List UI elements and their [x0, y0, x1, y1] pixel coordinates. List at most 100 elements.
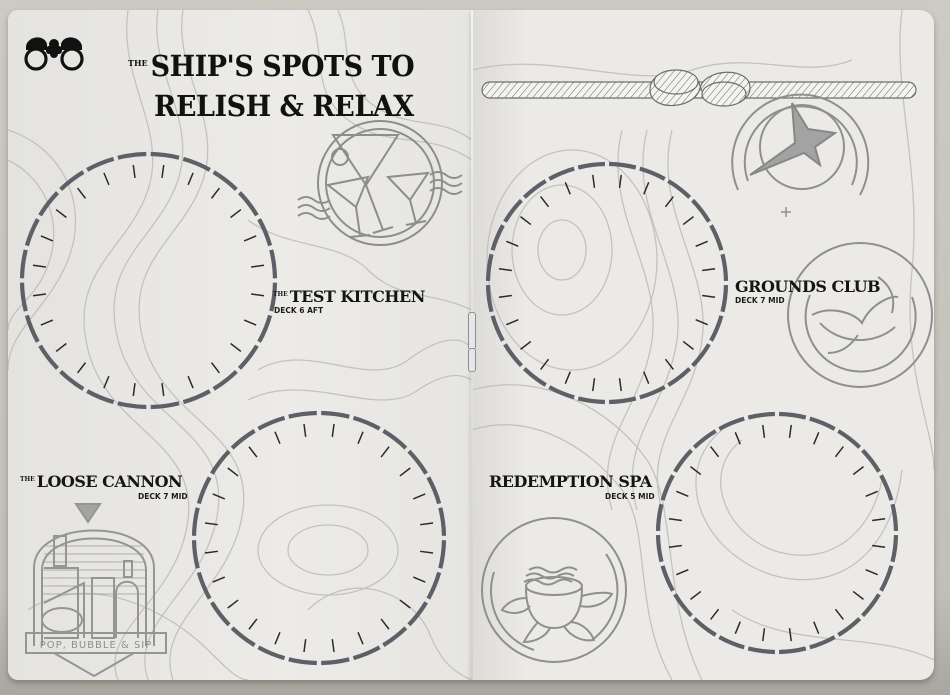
clock-tick — [664, 358, 674, 370]
clock-tick — [251, 264, 265, 268]
clock-rim-segment — [485, 253, 494, 281]
clock-face-test-kitchen[interactable] — [16, 148, 281, 413]
clock-tick — [564, 371, 571, 384]
clock-rim-segment — [230, 626, 256, 647]
clock-rim-segment — [709, 315, 724, 342]
clock-rim-segment — [196, 571, 212, 600]
clock-tick — [702, 294, 716, 298]
venue-name-redemption-spa: REDEMPTION SPA — [489, 472, 652, 491]
clock-rim-segment — [837, 429, 862, 449]
clock-rim-segment — [548, 385, 575, 400]
clock-tick — [710, 608, 720, 620]
clock-rim-segment — [257, 218, 273, 247]
clock-rim-segment — [230, 429, 256, 450]
clock-face-grounds-club[interactable] — [482, 158, 732, 408]
clock-tick — [540, 358, 550, 370]
clock-rim-segment — [890, 503, 899, 531]
clock-tick — [331, 423, 335, 437]
clock-rim-segment — [269, 282, 278, 312]
deck-label-test-kitchen: DECK 6 AFT — [274, 306, 324, 315]
clock-tick — [420, 550, 434, 554]
clock-tick — [212, 576, 226, 583]
pop-bubble-sip-badge-icon: POP, BUBBLE & SIP — [25, 503, 167, 678]
clock-tick — [103, 172, 110, 186]
clock-tick — [690, 590, 702, 600]
clock-rim-segment — [38, 344, 60, 370]
clock-rim-segment — [382, 626, 408, 647]
clock-tick — [690, 466, 702, 476]
clock-rim-segment — [639, 166, 666, 181]
clock-tick — [540, 196, 550, 208]
clock-rim-segment — [257, 645, 286, 661]
clock-face-redemption-spa[interactable] — [652, 408, 902, 658]
clock-tick — [592, 378, 596, 392]
clock-tick — [872, 518, 886, 522]
clock-tick — [132, 164, 136, 178]
clock-tick — [248, 618, 258, 630]
clock-rim-segment — [660, 565, 675, 592]
clock-rim-segment — [237, 344, 259, 370]
clock-tick — [357, 631, 364, 645]
clock-rim-segment — [59, 369, 85, 391]
clock-rim-segment — [407, 601, 428, 627]
clock-tick — [420, 522, 434, 526]
clock-rim-segment — [692, 429, 717, 449]
clock-tick — [274, 631, 281, 645]
clock-rim-segment — [709, 224, 724, 251]
clock-rim-segment — [490, 315, 505, 342]
clock-rim-segment — [655, 535, 664, 563]
clock-rim-segment — [522, 179, 547, 199]
clock-tick — [852, 590, 864, 600]
clock-tick — [243, 235, 257, 242]
clock-rim-segment — [210, 449, 231, 475]
clock-tick — [872, 544, 886, 548]
clock-rim-segment — [879, 565, 894, 592]
clock-rim-segment — [720, 253, 729, 281]
clock-tick — [618, 378, 622, 392]
clock-tick — [834, 608, 844, 620]
clock-tick — [520, 216, 532, 226]
clock-tick — [210, 187, 221, 199]
topographic-contours — [472, 10, 934, 680]
clock-tick — [132, 383, 136, 397]
clock-rim-segment — [269, 249, 278, 279]
clock-tick — [32, 264, 46, 268]
clock-rim-segment — [639, 385, 666, 400]
clock-tick — [788, 424, 792, 438]
clock-rim-segment — [503, 343, 523, 368]
clock-tick — [40, 319, 54, 326]
clock-rim-segment — [747, 411, 775, 420]
clock-tick — [412, 576, 426, 583]
clock-face-loose-cannon[interactable] — [188, 407, 450, 669]
clock-tick — [813, 432, 820, 445]
venue-name-grounds-club: GROUNDS CLUB — [735, 277, 881, 296]
page-heading-line-2: RELISH & RELAX — [154, 89, 414, 124]
clock-tick — [618, 174, 622, 188]
clock-tick — [380, 618, 390, 630]
clock-rim-segment — [212, 170, 238, 192]
clock-rim-segment — [718, 635, 745, 650]
right-page: GROUNDS CLUB DECK 7 MID REDEMPTION SPA D… — [472, 10, 934, 680]
clock-rim-segment — [490, 224, 505, 251]
clock-tick — [161, 164, 165, 178]
clock-rim-segment — [861, 448, 881, 473]
clock-tick — [710, 446, 720, 458]
clock-rim-segment — [212, 369, 238, 391]
topographic-contours — [8, 10, 472, 680]
clock-tick — [103, 375, 110, 389]
clock-rim-segment — [288, 410, 317, 419]
clock-tick — [230, 342, 242, 353]
clock-tick — [412, 493, 426, 500]
clock-rim-segment — [609, 161, 637, 170]
coffee-leaf-icon — [787, 242, 933, 388]
clock-rim-segment — [352, 415, 381, 431]
binoculars-icon — [24, 37, 84, 71]
clock-tick — [227, 467, 239, 477]
cocktail-glasses-icon — [297, 120, 463, 246]
clock-rim-segment — [837, 617, 862, 637]
clock-rim-segment — [485, 285, 494, 313]
clock-rim-segment — [438, 507, 447, 536]
clock-rim-segment — [438, 540, 447, 569]
clock-tick — [303, 423, 307, 437]
